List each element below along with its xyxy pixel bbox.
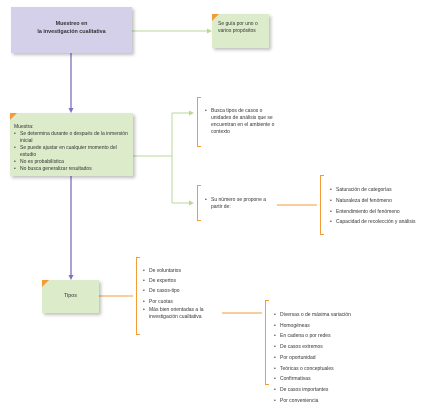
- list-item: Confirmativas: [274, 374, 394, 385]
- busca-block: Busca tipos de casos o unidades de análi…: [205, 108, 277, 136]
- orientadas-block: Diversas o de máxima variación Homogénea…: [274, 310, 394, 406]
- orientadas-brace: [265, 300, 269, 385]
- arrowhead-muestra: [68, 108, 74, 113]
- muestra-content: Muestra: Se determina durante o después …: [14, 124, 130, 173]
- list-item: De casos-tipo: [143, 286, 225, 296]
- tipos-list-block: De voluntarios De expertos De casos-tipo…: [143, 266, 225, 321]
- title-text: Muestreo en la investigación cualitativa: [37, 21, 106, 35]
- list-item: Teóricas o conceptuales: [274, 364, 394, 375]
- list-item: Por conveniencia: [274, 396, 394, 407]
- busca-brace: [197, 97, 201, 147]
- muestra-box: Muestra: Se determina durante o después …: [10, 113, 133, 176]
- tipos-text: Tipos: [64, 293, 77, 299]
- list-item: Saturación de categorías: [330, 185, 442, 196]
- busca-text: Busca tipos de casos o unidades de análi…: [205, 108, 277, 136]
- list-item: Por cuotas: [143, 297, 225, 307]
- numero-block: Su número se propone a partir de:: [205, 197, 277, 211]
- capacidad-brace: [320, 175, 324, 235]
- arrowhead-guia: [207, 28, 212, 34]
- capacidad-block: Saturación de categorías Naturaleza del …: [330, 185, 442, 228]
- list-item: De voluntarios: [143, 266, 225, 276]
- numero-brace: [197, 185, 201, 221]
- corner-marker: [10, 113, 17, 120]
- arrowhead-busca: [189, 110, 194, 116]
- numero-text: Su número se propone a partir de:: [205, 197, 277, 211]
- list-item: De casos importantes: [274, 385, 394, 396]
- list-item: Por oportunidad: [274, 353, 394, 364]
- list-item: Se determina durante o después de la inm…: [14, 131, 130, 145]
- arrowhead-numero: [189, 200, 194, 206]
- list-item: No es probabilística: [14, 159, 130, 166]
- corner-marker: [212, 14, 219, 21]
- tipos-brace: [136, 257, 140, 335]
- capacidad-list: Saturación de categorías Naturaleza del …: [330, 185, 442, 228]
- list-item: Más bien orientadas a la investigación c…: [143, 307, 225, 321]
- list-item: Diversas o de máxima variación: [274, 310, 394, 321]
- list-item: No busca generalizar resultados: [14, 166, 130, 173]
- tipos-list: De voluntarios De expertos De casos-tipo…: [143, 266, 225, 321]
- orientadas-list: Diversas o de máxima variación Homogénea…: [274, 310, 394, 406]
- list-item: Homogéneas: [274, 321, 394, 332]
- guia-text: Se guía por uno o varios propósitos: [218, 21, 258, 34]
- muestra-heading: Muestra:: [14, 124, 34, 130]
- list-item: Naturaleza del fenómeno: [330, 196, 442, 207]
- corner-marker: [42, 280, 49, 287]
- tipos-box: Tipos: [42, 280, 99, 313]
- arrowhead-tipos: [68, 275, 74, 280]
- muestra-list: Se determina durante o después de la inm…: [14, 131, 130, 173]
- list-item: Se puede ajustar en cualquier momento de…: [14, 145, 130, 159]
- list-item: De expertos: [143, 276, 225, 286]
- title-box: Muestreo en la investigación cualitativa: [11, 7, 132, 53]
- list-item: De casos extremos: [274, 342, 394, 353]
- list-item: En cadena o por redes: [274, 331, 394, 342]
- list-item: Capacidad de recolección y análisis: [330, 217, 442, 228]
- guia-box: Se guía por uno o varios propósitos: [212, 14, 269, 48]
- list-item: Entendimiento del fenómeno: [330, 207, 442, 218]
